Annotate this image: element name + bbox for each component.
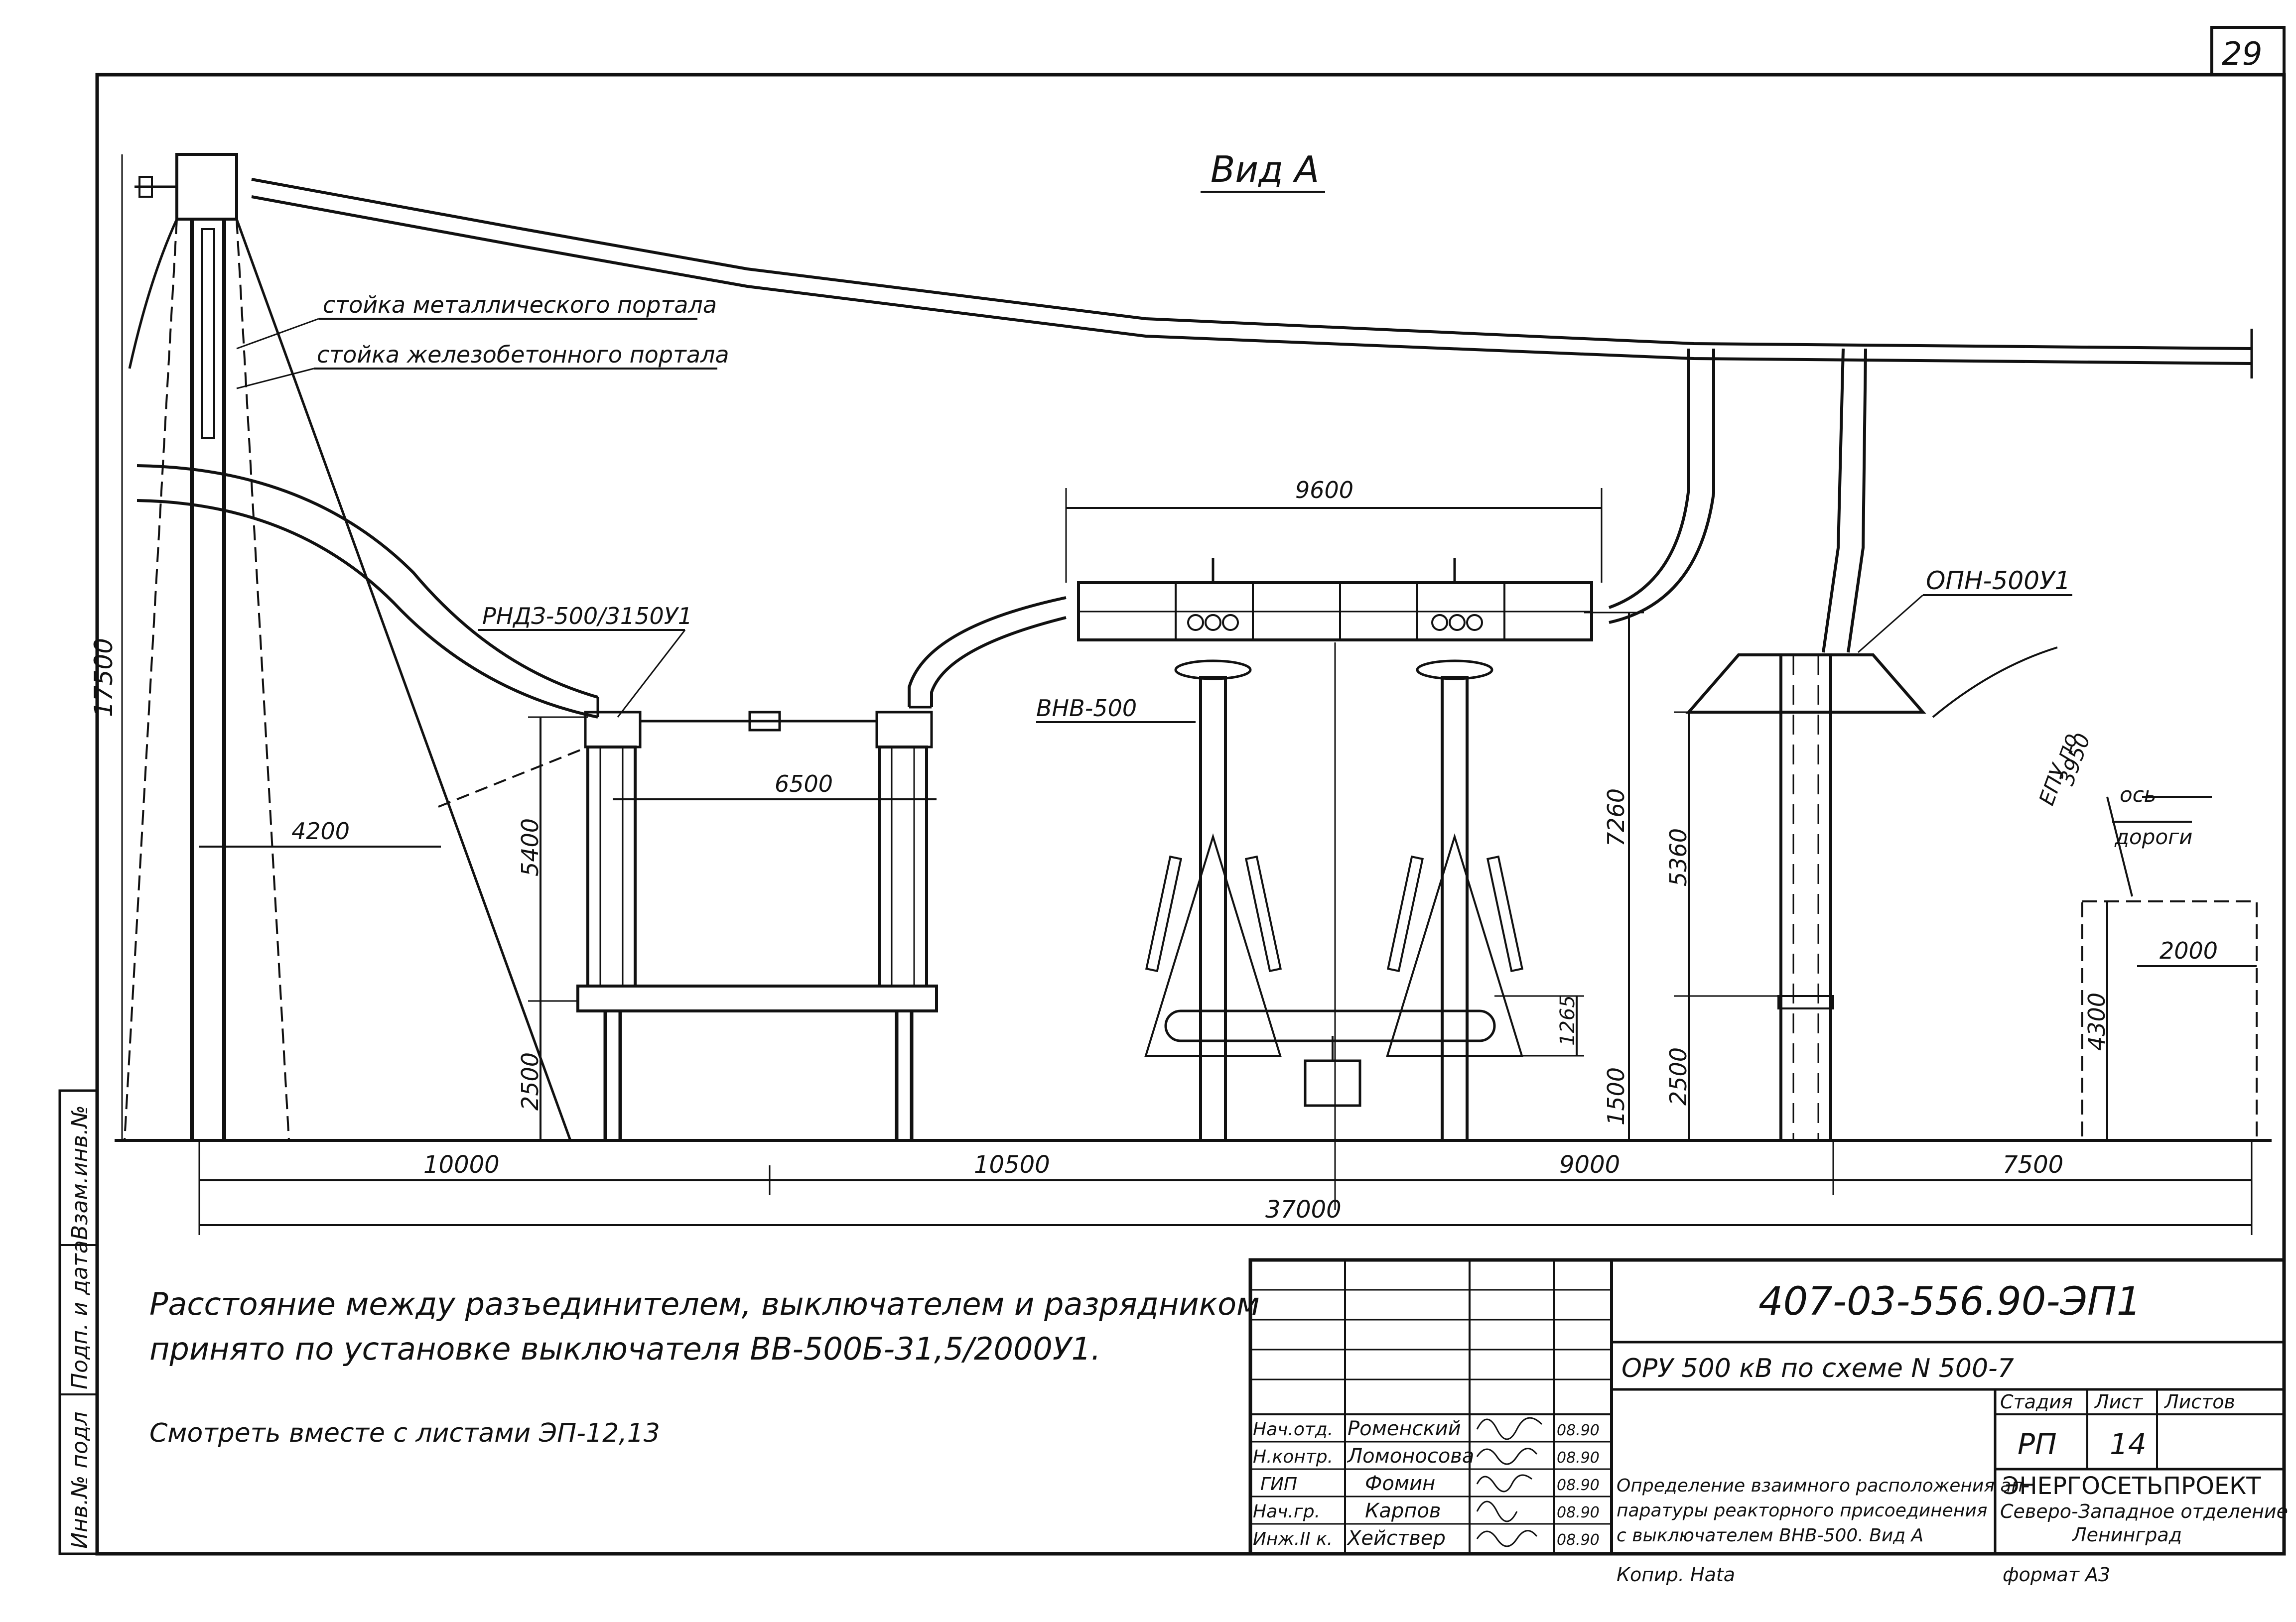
road-arc xyxy=(1932,646,2058,718)
arrester-assembly xyxy=(1685,653,1926,1142)
signature-rows: Нач.отд. Роменский 08.90 Н.контр. Ломоно… xyxy=(1253,1417,1600,1550)
dim-7260: 7260 xyxy=(1603,788,1629,847)
label-road-axis-2: дороги xyxy=(2114,825,2192,849)
copied-by: Копир. Наta xyxy=(1617,1564,1735,1586)
sheets-header: Листов xyxy=(2163,1391,2235,1413)
sheet-number-box xyxy=(2210,26,2286,76)
dim-1265: 1265 xyxy=(1556,995,1579,1046)
role-3: ГИП xyxy=(1260,1474,1297,1495)
org-name: ЭНЕРГОСЕТЬПРОЕКТ xyxy=(2003,1472,2261,1500)
view-title: Вид А xyxy=(1211,148,1319,190)
note-line-2: принято по установке выключателя ВВ-500Б… xyxy=(149,1331,1101,1367)
stage-value: РП xyxy=(2018,1427,2057,1461)
role-1: Нач.отд. xyxy=(1253,1419,1333,1440)
role-5: Инж.II к. xyxy=(1253,1529,1333,1549)
signature-5 xyxy=(1476,1530,1538,1547)
signature-1 xyxy=(1476,1417,1543,1440)
name-5: Хействер xyxy=(1347,1527,1446,1550)
portal-structure xyxy=(124,153,572,1141)
label-breaker: ВНВ-500 xyxy=(1036,695,1137,722)
desc-line-1: Определение взаимного расположения ап- xyxy=(1617,1476,2029,1496)
dim-4300: 4300 xyxy=(2083,993,2110,1051)
label-concrete-portal: стойка железобетонного портала xyxy=(317,341,729,368)
stamp-inv-replaced: Взам.инв.№ xyxy=(67,1105,93,1240)
dim-9600: 9600 xyxy=(1295,477,1353,503)
dim-7500: 7500 xyxy=(2003,1151,2063,1179)
name-1: Роменский xyxy=(1348,1417,1461,1440)
sheet-header: Лист xyxy=(2094,1391,2144,1413)
signature-4 xyxy=(1476,1500,1518,1522)
label-metal-portal: стойка металлического портала xyxy=(323,291,717,318)
road-axis-line xyxy=(2106,796,2133,897)
disconnector-assembly xyxy=(438,711,938,1140)
project-name: ОРУ 500 кВ по схеме N 500-7 xyxy=(1621,1354,2014,1383)
role-4: Нач.гр. xyxy=(1253,1501,1320,1522)
side-stamp: Инв.№ подл Подп. и дата Взам.инв.№ xyxy=(58,1089,99,1555)
sheet-value: 14 xyxy=(2110,1427,2147,1461)
drawing-frame xyxy=(95,73,2286,1556)
dim-4200: 4200 xyxy=(291,818,350,845)
sheet-number: 29 xyxy=(2222,36,2262,73)
signature-2 xyxy=(1476,1448,1538,1465)
dim-5360: 5360 xyxy=(1665,828,1692,886)
note-line-3: Смотреть вместе с листами ЭП-12,13 xyxy=(149,1418,660,1448)
dim-2500-left: 2500 xyxy=(517,1052,543,1111)
doc-code: 407-03-556.90-ЭП1 xyxy=(1758,1279,2141,1324)
dim-9000: 9000 xyxy=(1559,1151,1620,1179)
dim-6500: 6500 xyxy=(775,770,833,797)
dim-37000: 37000 xyxy=(1265,1196,1342,1224)
org-city: Ленинград xyxy=(2071,1524,2182,1546)
label-road-axis-1: ось xyxy=(2120,782,2157,807)
dim-17500: 17500 xyxy=(89,638,118,717)
conductor-portal-to-disconnector xyxy=(136,464,598,699)
note-line-1: Расстояние между разъединителем, выключа… xyxy=(149,1286,1260,1322)
name-2: Ломоносова xyxy=(1347,1445,1474,1468)
stage-header: Стадия xyxy=(2000,1391,2073,1413)
dimension-lines xyxy=(121,154,2257,1235)
breaker-assembly xyxy=(1077,558,1593,1210)
dim-10500: 10500 xyxy=(974,1151,1050,1179)
dim-10000: 10000 xyxy=(423,1151,500,1179)
date-3: 08.90 xyxy=(1557,1477,1600,1494)
label-arrester: ОПН-500У1 xyxy=(1926,566,2070,595)
signature-3 xyxy=(1476,1474,1532,1493)
conductor-to-breaker xyxy=(908,596,1067,707)
stamp-inv-original: Инв.№ подл xyxy=(67,1411,93,1549)
date-1: 08.90 xyxy=(1557,1422,1600,1439)
role-2: Н.контр. xyxy=(1253,1447,1333,1467)
title-block xyxy=(1248,1258,2286,1556)
label-disconnector: РНДЗ-500/3150У1 xyxy=(482,603,692,629)
desc-line-3: с выключателем ВНВ-500. Вид А xyxy=(1617,1525,1923,1546)
date-4: 08.90 xyxy=(1557,1504,1600,1521)
date-2: 08.90 xyxy=(1557,1449,1600,1467)
name-4: Карпов xyxy=(1365,1499,1441,1522)
date-5: 08.90 xyxy=(1557,1531,1600,1549)
dim-2000: 2000 xyxy=(2160,937,2218,964)
dim-1500: 1500 xyxy=(1603,1067,1629,1125)
format-label: формат А3 xyxy=(2003,1564,2110,1586)
overhead-busbar xyxy=(251,178,2253,653)
desc-line-2: паратуры реакторного присоединения xyxy=(1617,1500,1987,1521)
dim-2500-right: 2500 xyxy=(1665,1047,1692,1106)
name-3: Фомин xyxy=(1365,1472,1435,1495)
stamp-sign-date: Подп. и дата xyxy=(67,1240,93,1389)
org-branch: Северо-Западное отделение xyxy=(2000,1500,2288,1522)
dim-5400: 5400 xyxy=(517,818,543,876)
